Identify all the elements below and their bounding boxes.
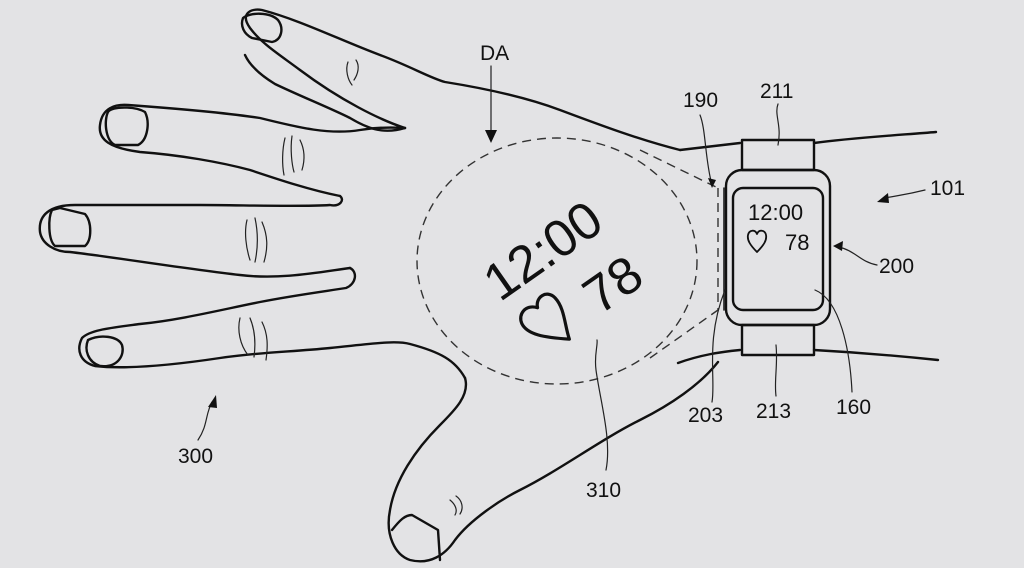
reference-callouts: 190 211 101 200 203 213 160 300 310 <box>178 80 965 502</box>
label-101: 101 <box>930 177 965 200</box>
label-190: 190 <box>683 89 718 112</box>
smartwatch: 12:00 78 <box>724 138 832 357</box>
watch-heart-icon <box>746 229 768 253</box>
projected-content: 12:00 78 <box>473 190 654 341</box>
watch-heart-rate: 78 <box>785 230 809 255</box>
watch-time: 12:00 <box>748 200 803 225</box>
label-160: 160 <box>836 396 871 419</box>
heart-icon <box>519 292 571 341</box>
label-203: 203 <box>688 404 723 427</box>
label-da: DA <box>480 42 509 65</box>
label-213: 213 <box>756 400 791 423</box>
hand-outline <box>38 8 940 563</box>
label-310: 310 <box>586 479 621 502</box>
label-211: 211 <box>760 80 793 103</box>
label-200: 200 <box>879 255 914 278</box>
knuckle-creases <box>238 59 463 516</box>
label-300: 300 <box>178 445 213 468</box>
projected-display-area <box>416 137 725 385</box>
da-callout: DA <box>480 42 509 143</box>
